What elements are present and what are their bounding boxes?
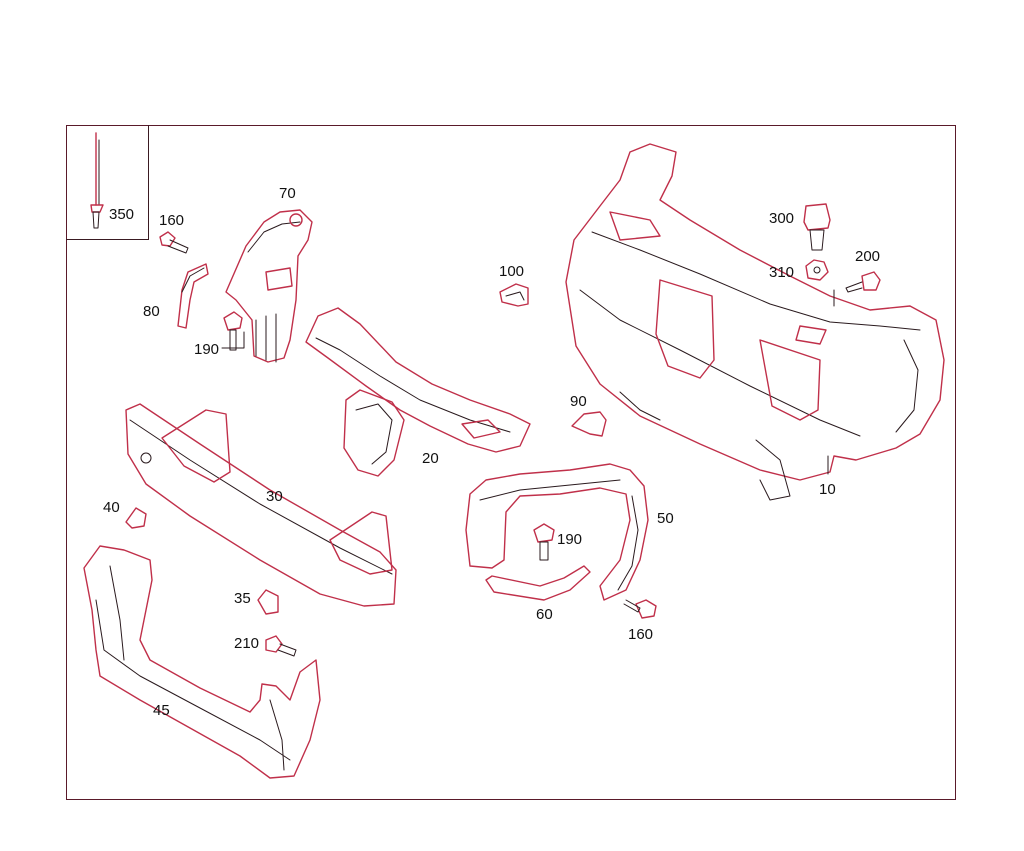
part-190-bolt-left[interactable] xyxy=(223,311,243,351)
label-10: 10 xyxy=(819,481,836,498)
label-100: 100 xyxy=(499,263,525,280)
part-300-fastener[interactable] xyxy=(803,203,831,251)
label-90: 90 xyxy=(570,393,587,410)
part-20-upper-crossmember[interactable] xyxy=(305,307,531,477)
part-210-bolt[interactable] xyxy=(265,635,297,657)
part-30-bumper-beam[interactable] xyxy=(125,403,397,607)
label-190-right: 190 xyxy=(557,531,583,548)
part-60-strap[interactable] xyxy=(485,565,591,601)
label-30: 30 xyxy=(266,488,283,505)
label-160-right: 160 xyxy=(628,626,654,643)
label-20: 20 xyxy=(422,450,439,467)
label-190-left: 190 xyxy=(194,341,220,358)
part-80-bracket[interactable] xyxy=(177,263,209,329)
part-10-front-module[interactable] xyxy=(565,143,945,501)
label-70: 70 xyxy=(279,185,296,202)
label-210: 210 xyxy=(234,635,260,652)
part-100-bracket[interactable] xyxy=(499,283,529,307)
label-60: 60 xyxy=(536,606,553,623)
part-310-nut[interactable] xyxy=(805,259,829,281)
label-50: 50 xyxy=(657,510,674,527)
label-160-left: 160 xyxy=(159,212,185,229)
part-45-lower-frame[interactable] xyxy=(83,545,321,779)
label-35: 35 xyxy=(234,590,251,607)
leader-lines xyxy=(221,289,835,475)
part-160-bolt-right[interactable] xyxy=(623,599,657,619)
part-350-bolt[interactable] xyxy=(90,132,104,229)
part-190-bolt-right[interactable] xyxy=(533,523,555,561)
part-70-pillar[interactable] xyxy=(225,209,313,363)
label-310: 310 xyxy=(769,264,795,281)
label-350: 350 xyxy=(109,206,135,223)
part-50-side-arm[interactable] xyxy=(465,463,649,601)
part-200-bolt[interactable] xyxy=(845,271,881,293)
inset-box xyxy=(66,125,149,240)
part-40-bracket[interactable] xyxy=(125,507,147,529)
label-40: 40 xyxy=(103,499,120,516)
diagram-frame xyxy=(66,125,956,800)
label-300: 300 xyxy=(769,210,795,227)
label-80: 80 xyxy=(143,303,160,320)
label-45: 45 xyxy=(153,702,170,719)
part-90-bracket[interactable] xyxy=(571,411,607,437)
part-35-bracket[interactable] xyxy=(257,589,279,615)
part-160-bolt-left[interactable] xyxy=(159,231,189,254)
label-200: 200 xyxy=(855,248,881,265)
